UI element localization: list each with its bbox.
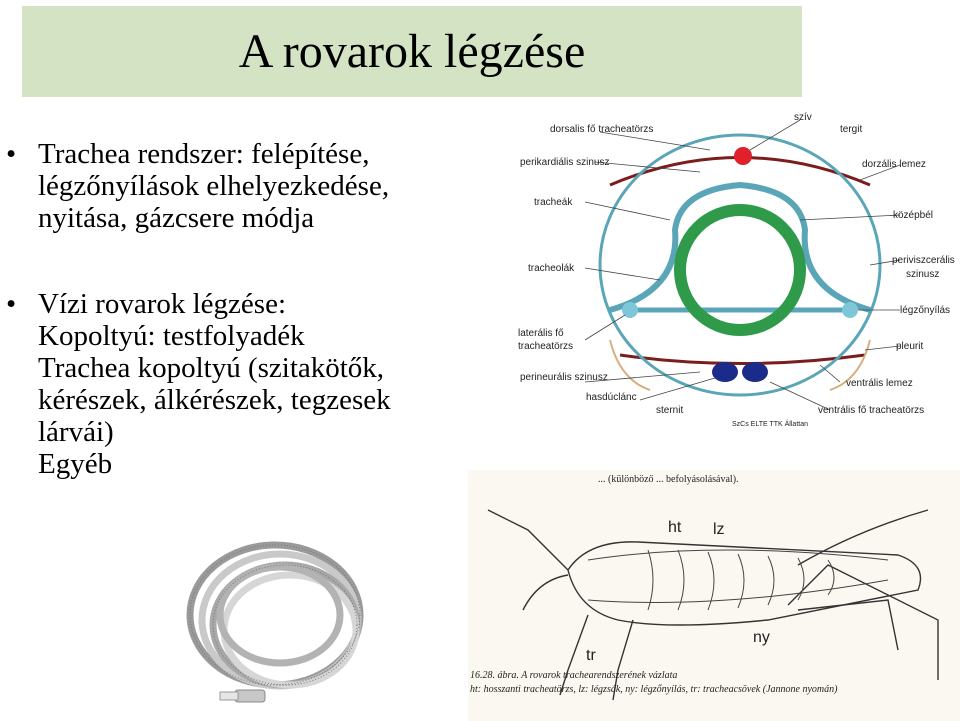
bullet-line: légzőnyílások elhelyezkedése,	[38, 170, 390, 202]
label-periviszceralis: periviszcerális	[892, 255, 955, 266]
label-tergit: tergit	[840, 124, 862, 135]
ventral-lemez	[619, 353, 866, 365]
caption-1: 16.28. ábra. A rovarok trachearendszerén…	[470, 670, 677, 681]
bullet-item: • Vízi rovarok légzése: Kopoltyú: testfo…	[6, 288, 506, 480]
body-outline	[598, 133, 882, 397]
label-tr: tr	[586, 647, 596, 664]
label-dorsalis: dorsalis fő tracheatörzs	[550, 124, 653, 135]
bullet-item: • Trachea rendszer: felépítése, légzőnyí…	[6, 138, 506, 234]
label-ny: ny	[753, 629, 770, 646]
label-kozepbel: középbél	[893, 210, 933, 221]
metal-hose-image	[186, 541, 364, 703]
label-tracheak: tracheák	[534, 197, 573, 208]
tracheal-network	[587, 549, 889, 611]
bullet-line: kérészek, álkérészek, tegzesek	[38, 384, 391, 416]
label-perineuralis: perineurális szinusz	[520, 372, 608, 383]
bullet-line: Trachea kopoltyú (szitakötők,	[38, 352, 385, 384]
bullet-dot-icon: •	[6, 138, 17, 170]
title-banner	[22, 6, 802, 97]
bullet-line: Trachea rendszer: felépítése,	[38, 138, 370, 170]
bullet-line: Vízi rovarok légzése:	[38, 288, 287, 320]
label-ht: ht	[668, 519, 682, 536]
slide-title: A rovarok légzése	[238, 25, 586, 78]
hose-connector	[234, 689, 266, 703]
heart	[734, 147, 752, 165]
bullet-line: Kopoltyú: testfolyadék	[38, 320, 305, 352]
label-tracheolak: tracheolák	[528, 263, 575, 274]
spiracle-right	[842, 302, 858, 318]
bullet-dot-icon: •	[6, 288, 17, 320]
label-szinusz: szinusz	[906, 269, 939, 280]
label-sziv: szív	[794, 112, 812, 123]
label-lateralis: laterális fő	[518, 328, 564, 339]
label-perikardialis: perikardiális szinusz	[520, 157, 609, 168]
nerve-ganglion	[742, 362, 768, 382]
label-tracheatorzs: tracheatörzs	[518, 341, 573, 352]
bullet-line: lárvái)	[38, 416, 114, 448]
trachea-tube	[609, 181, 871, 313]
label-pleurit: pleurit	[896, 341, 923, 352]
pleurit-left	[609, 339, 651, 391]
bullet-line: Egyéb	[38, 448, 113, 480]
bullet-list: • Trachea rendszer: felépítése, légzőnyí…	[6, 138, 506, 480]
label-lz: lz	[713, 521, 725, 538]
nerve-ganglion	[712, 362, 738, 382]
top-caption: ... (különböző ... befolyásolásával).	[598, 474, 739, 485]
label-legzonyilas: légzőnyílás	[900, 305, 950, 316]
midgut	[674, 204, 806, 336]
spiracle-left	[622, 302, 638, 318]
insect-tracheal-system-figure: ... (különböző ... befolyásolásával). ht…	[468, 470, 960, 721]
label-dorzalis-lemez: dorzális lemez	[862, 159, 926, 170]
label-ventralis-lemez: ventrális lemez	[846, 378, 913, 389]
pleurit-right	[829, 339, 871, 391]
label-ventralis-trachea: ventrális fő tracheatörzs	[818, 405, 924, 416]
bullet-line: nyitása, gázcsere módja	[38, 202, 315, 234]
insect-cross-section-diagram: dorsalis fő tracheatörzs szív tergit per…	[518, 112, 955, 428]
caption-2: ht: hosszanti tracheatörzs, lz: légzsák,…	[470, 684, 838, 695]
grasshopper-outline	[487, 509, 939, 701]
label-leaders	[584, 119, 901, 411]
label-sternit: sternit	[656, 405, 683, 416]
label-credit: SzCs ELTE TTK Állattan	[732, 419, 808, 428]
label-hasduclanc: hasdúclánc	[586, 392, 637, 403]
